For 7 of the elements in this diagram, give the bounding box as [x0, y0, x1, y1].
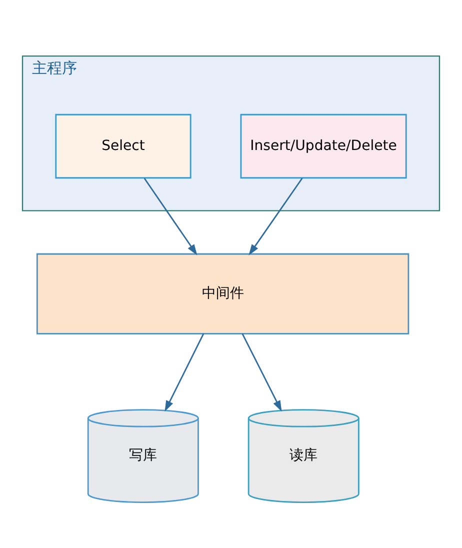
arrow [144, 177, 198, 255]
node-box: Insert/Update/Delete [240, 113, 407, 178]
arrow [248, 177, 303, 255]
arrow [164, 332, 204, 412]
node-box: Select [55, 113, 192, 178]
arrow [242, 332, 282, 412]
node-box: 中间件 [36, 252, 410, 334]
